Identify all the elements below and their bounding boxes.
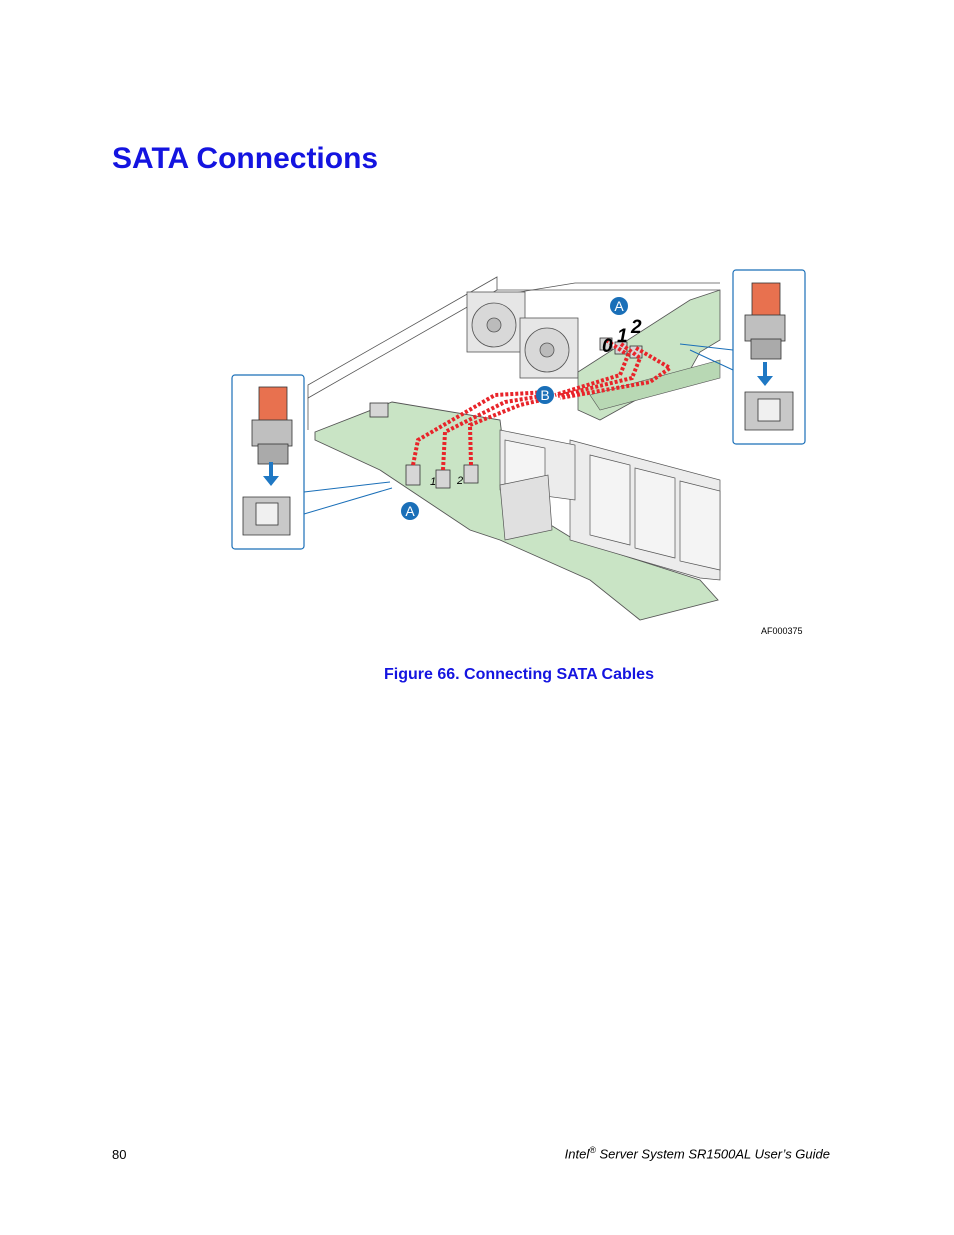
footer-title-rest: Server System SR1500AL User’s Guide <box>595 1146 831 1162</box>
callout-b <box>536 386 554 404</box>
figure-id: AF000375 <box>761 626 803 636</box>
callout-a-left <box>401 502 419 520</box>
trademark-symbol: ® <box>589 1145 596 1155</box>
power-fans <box>466 291 579 379</box>
callout-a-top-label: A <box>614 298 624 314</box>
callout-a-left-label: A <box>405 503 415 519</box>
figure-caption: Figure 66. Connecting SATA Cables <box>384 666 654 683</box>
board-digit-2: 2 <box>456 475 463 487</box>
port-digit-0: 0 <box>602 336 613 357</box>
detail-inset-right <box>679 269 806 445</box>
sata-cable-diagram: 0 1 2 1 2 A B A <box>231 269 806 621</box>
port-digit-2: 2 <box>630 317 642 338</box>
footer-brand: Intel <box>564 1146 590 1162</box>
system-fans <box>499 429 721 581</box>
sata-cables <box>411 338 674 471</box>
footer-title: Intel® Server System SR1500AL User’s Gui… <box>565 1145 830 1161</box>
detail-inset-left <box>231 374 393 550</box>
port-digit-1: 1 <box>617 326 628 347</box>
air-duct <box>499 474 553 541</box>
riser-board <box>589 359 721 411</box>
callout-a-top <box>610 297 628 315</box>
callout-b-label: B <box>540 387 549 403</box>
page-number: 80 <box>112 1147 127 1162</box>
section-heading: SATA Connections <box>112 142 379 175</box>
board-digit-1: 1 <box>430 476 436 488</box>
